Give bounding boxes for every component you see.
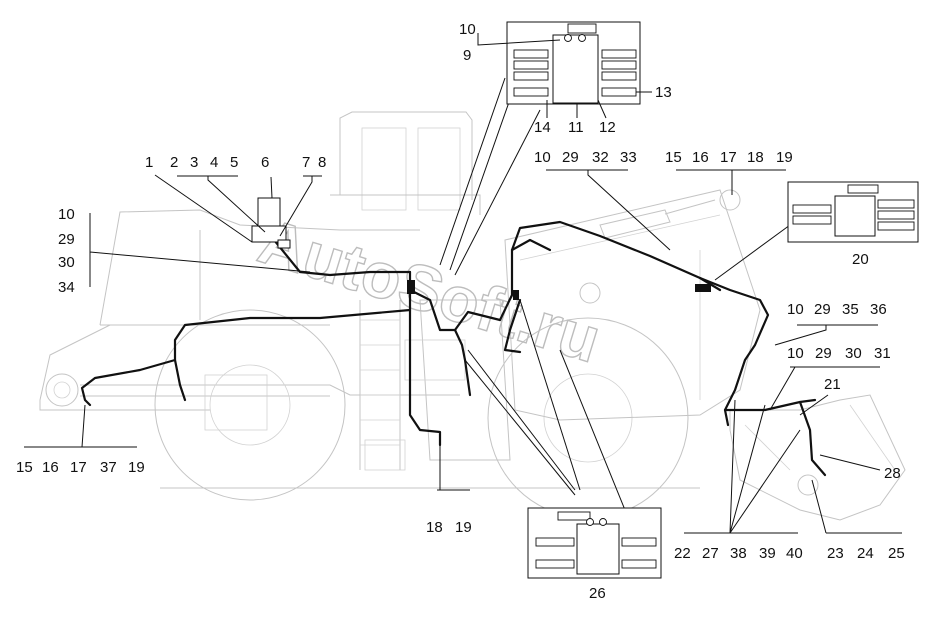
callout-br-22: 22 xyxy=(674,545,691,562)
callout-g2-30: 30 xyxy=(845,345,862,362)
callout-7: 7 xyxy=(302,154,310,171)
callout-bm-18: 18 xyxy=(426,519,443,536)
callout-g2-31: 31 xyxy=(874,345,891,362)
callout-g2-10: 10 xyxy=(787,345,804,362)
callout-rt-19: 19 xyxy=(776,149,793,166)
callout-12: 12 xyxy=(599,119,616,136)
callout-br-25: 25 xyxy=(888,545,905,562)
callout-rt-15: 15 xyxy=(665,149,682,166)
callout-g1-36: 36 xyxy=(870,301,887,318)
callout-bl-17: 17 xyxy=(70,459,87,476)
callout-g1-35: 35 xyxy=(842,301,859,318)
callout-20: 20 xyxy=(852,251,869,268)
callout-mid-32: 32 xyxy=(592,149,609,166)
callout-bl-19: 19 xyxy=(128,459,145,476)
callout-top-9: 9 xyxy=(463,47,471,64)
callout-left-30: 30 xyxy=(58,254,75,271)
callout-5: 5 xyxy=(230,154,238,171)
callout-br-40: 40 xyxy=(786,545,803,562)
callout-g2-29: 29 xyxy=(815,345,832,362)
callout-4: 4 xyxy=(210,154,218,171)
callout-14: 14 xyxy=(534,119,551,136)
callout-bl-37: 37 xyxy=(100,459,117,476)
callout-left-29: 29 xyxy=(58,231,75,248)
callout-bl-15: 15 xyxy=(16,459,33,476)
watermark-text: AutoSoft.ru xyxy=(251,205,609,377)
leader-lines xyxy=(24,77,902,534)
callout-26: 26 xyxy=(589,585,606,602)
callout-g1-10: 10 xyxy=(787,301,804,318)
callout-top-10: 10 xyxy=(459,21,476,38)
callout-rt-17: 17 xyxy=(720,149,737,166)
callout-28: 28 xyxy=(884,465,901,482)
callout-11: 11 xyxy=(568,119,584,136)
callout-g1-29: 29 xyxy=(814,301,831,318)
detail-top-left-connectors xyxy=(513,49,549,97)
callout-bm-19: 19 xyxy=(455,519,472,536)
callout-left-10: 10 xyxy=(58,206,75,223)
callout-8: 8 xyxy=(318,154,326,171)
callout-br-27: 27 xyxy=(702,545,719,562)
callout-1: 1 xyxy=(145,154,153,171)
callout-6: 6 xyxy=(261,154,269,171)
callout-2: 2 xyxy=(170,154,178,171)
callout-left-34: 34 xyxy=(58,279,75,296)
detail-box-top xyxy=(477,21,652,119)
callout-mid-33: 33 xyxy=(620,149,637,166)
callout-br-23: 23 xyxy=(827,545,844,562)
callout-br-24: 24 xyxy=(857,545,874,562)
callout-mid-10: 10 xyxy=(534,149,551,166)
callout-bl-16: 16 xyxy=(42,459,59,476)
callout-br-38: 38 xyxy=(730,545,747,562)
detail-box-20 xyxy=(787,181,919,243)
loader-silhouette xyxy=(39,111,906,521)
harness-routes xyxy=(80,220,827,477)
callout-3: 3 xyxy=(190,154,198,171)
callout-21: 21 xyxy=(824,376,841,393)
electrical-unit xyxy=(251,197,291,249)
detail-top-right-connectors xyxy=(601,49,637,97)
callout-labels: 10 9 13 14 11 12 1 2 3 4 5 6 7 8 10 29 3… xyxy=(16,21,905,602)
callout-rt-16: 16 xyxy=(692,149,709,166)
callout-rt-18: 18 xyxy=(747,149,764,166)
callout-mid-29: 29 xyxy=(562,149,579,166)
detail-box-26 xyxy=(527,507,662,579)
callout-13: 13 xyxy=(655,84,672,101)
callout-br-39: 39 xyxy=(759,545,776,562)
